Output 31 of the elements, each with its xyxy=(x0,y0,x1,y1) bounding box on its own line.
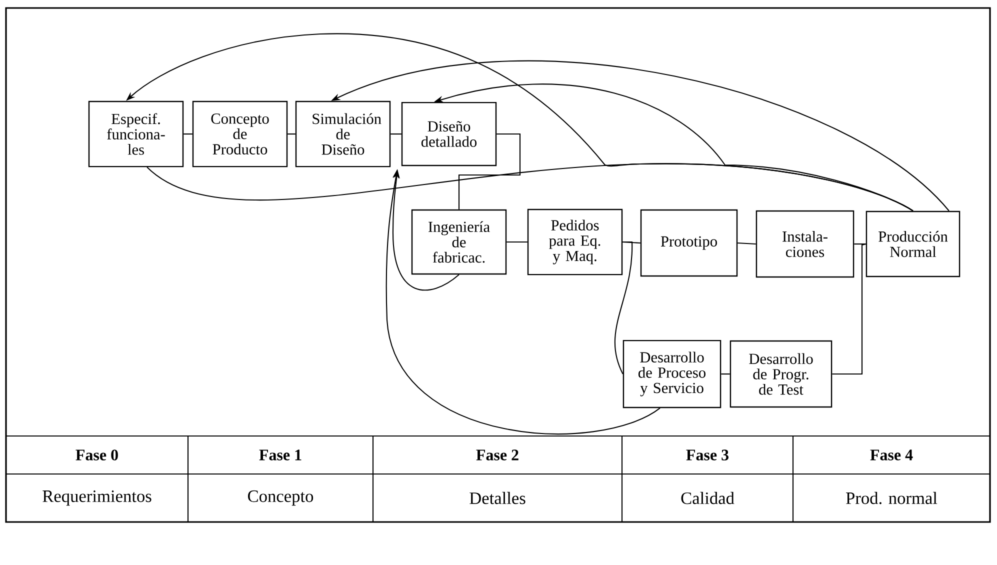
phase-header: Fase 0 xyxy=(76,450,118,460)
phase-header: Fase 2 xyxy=(476,450,518,460)
phase-name: Requerimientos xyxy=(42,490,152,506)
phase-header: Fase 1 xyxy=(259,450,302,460)
connector xyxy=(288,133,296,135)
process-box: Diseño detallado xyxy=(401,102,497,166)
process-box: Simulación de Diseño xyxy=(295,100,391,168)
process-box: Ingeniería de fabricac. xyxy=(411,209,507,275)
connector xyxy=(506,241,528,243)
connector xyxy=(390,133,402,135)
phase-name: Prod. normal xyxy=(846,492,938,504)
process-box: Desarrollo de Progr. de Test xyxy=(730,340,832,408)
phase-name: Detalles xyxy=(470,492,526,504)
connector xyxy=(738,242,756,245)
process-box: Prototipo xyxy=(640,209,738,277)
process-box: Concepto de Producto xyxy=(192,100,288,168)
connector xyxy=(458,133,521,210)
phase-name: Concepto xyxy=(248,490,314,506)
phase-name: Calidad xyxy=(681,492,734,504)
process-box: Desarrollo de Proceso y Servicio xyxy=(622,340,722,408)
process-box: Producción Normal xyxy=(866,210,960,278)
connector xyxy=(721,373,730,375)
process-box: Especif. funciona-les xyxy=(88,100,184,168)
connector xyxy=(614,241,633,374)
process-box: Instala-ciones xyxy=(756,210,854,278)
process-box: Pedidos para Eq. y Maq. xyxy=(527,208,623,276)
connector xyxy=(184,133,192,135)
connector xyxy=(832,243,866,375)
phase-header: Fase 4 xyxy=(870,450,913,460)
phase-header: Fase 3 xyxy=(686,450,728,460)
connector xyxy=(854,243,866,245)
